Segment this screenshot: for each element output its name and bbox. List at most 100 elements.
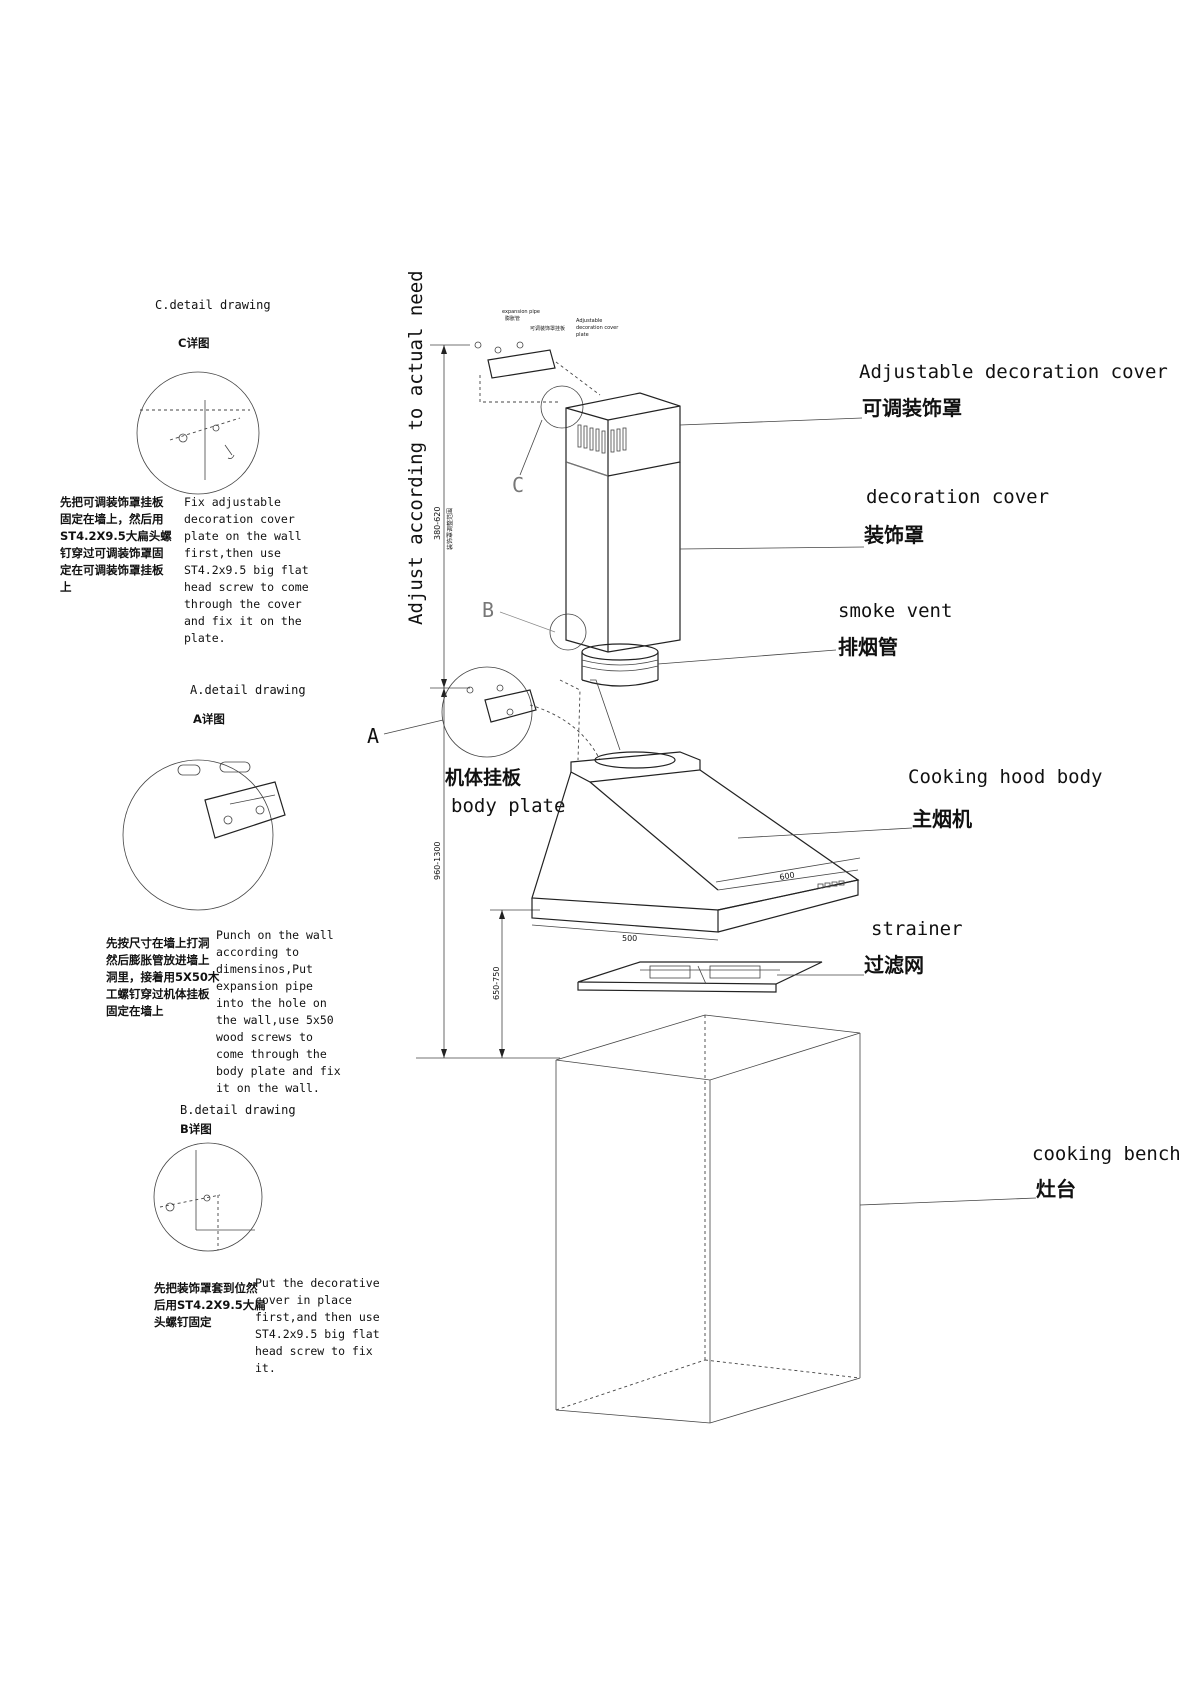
c-cn-line-6: 上 bbox=[60, 580, 72, 594]
top-adj-plate-en-1: Adjustable bbox=[576, 318, 602, 324]
c-en-line-1: Fix adjustable bbox=[184, 495, 281, 509]
b-en-line-3: first,and then use bbox=[255, 1310, 380, 1324]
c-en-line-8: and fix it on the bbox=[184, 614, 302, 628]
a-detail-group: A.detail drawing A详图 先按尺寸在墙上打洞 然后膨胀管放进墙上… bbox=[106, 683, 341, 1095]
top-adj-plate-en-2: decoration cover bbox=[576, 325, 619, 331]
dim-cover-range: 380-620 bbox=[433, 507, 442, 540]
b-en-line-6: it. bbox=[255, 1361, 276, 1375]
c-en-line-5: ST4.2x9.5 big flat bbox=[184, 563, 309, 577]
cooking-hood-label-cn: 主烟机 bbox=[912, 807, 972, 831]
a-cn-line-2: 然后膨胀管放进墙上 bbox=[106, 953, 210, 967]
callout-a-label: A bbox=[367, 724, 379, 748]
b-cn-line-3: 头螺钉固定 bbox=[154, 1315, 212, 1329]
a-en-line-8: come through the bbox=[216, 1047, 327, 1061]
c-en-line-4: first,then use bbox=[184, 546, 281, 560]
b-detail-title-cn: B详图 bbox=[180, 1122, 212, 1136]
a-en-line-10: it on the wall. bbox=[216, 1081, 320, 1095]
vent-slots bbox=[577, 424, 627, 454]
a-en-line-9: body plate and fix bbox=[216, 1064, 341, 1078]
a-detail-title: A.detail drawing bbox=[190, 683, 306, 697]
c-detail-instructions-cn: 先把可调装饰罩挂板 固定在墙上，然后用 ST4.2X9.5大扁头螺 钉穿过可调装… bbox=[60, 495, 172, 594]
hood-body: 600 500 bbox=[531, 751, 861, 943]
a-en-line-7: wood screws to bbox=[216, 1030, 313, 1044]
c-cn-line-2: 固定在墙上，然后用 bbox=[60, 512, 164, 526]
b-cn-line-1: 先把装饰罩套到位然 bbox=[154, 1281, 258, 1295]
callout-c-label: C bbox=[512, 473, 524, 497]
a-en-line-4: expansion pipe bbox=[216, 979, 313, 993]
a-en-line-3: dimensinos,Put bbox=[216, 962, 313, 976]
b-en-line-1: Put the decorative bbox=[255, 1276, 380, 1290]
c-en-line-9: plate. bbox=[184, 631, 226, 645]
callout-b-circle bbox=[549, 613, 587, 651]
decoration-cover-label-cn: 装饰罩 bbox=[863, 523, 924, 547]
c-detail-instructions-en: Fix adjustable decoration cover plate on… bbox=[184, 495, 309, 645]
body-plate-label-cn: 机体挂板 bbox=[445, 766, 522, 789]
c-cn-line-4: 钉穿过可调装饰罩固 bbox=[60, 546, 164, 560]
c-detail-title-cn: C详图 bbox=[178, 336, 209, 350]
a-en-line-1: Punch on the wall bbox=[216, 928, 334, 942]
dimension-lines: 380-620 装饰罩调整范围 960-1300 650-750 Adjust … bbox=[405, 270, 560, 1059]
a-detail-circle bbox=[122, 759, 286, 911]
adjustable-cover-label-en: Adjustable decoration cover bbox=[859, 361, 1168, 383]
c-cn-line-5: 定在可调装饰罩挂板 bbox=[60, 563, 164, 577]
dim-total-range: 960-1300 bbox=[433, 841, 442, 880]
c-en-line-6: head screw to come bbox=[184, 580, 309, 594]
a-detail-title-cn: A详图 bbox=[193, 712, 225, 726]
adjustable-cover-label-cn: 可调装饰罩 bbox=[862, 396, 962, 420]
b-detail-group: B.detail drawing B详图 先把装饰罩套到位然 后用ST4.2X9… bbox=[153, 1103, 380, 1375]
b-detail-circle bbox=[153, 1142, 263, 1252]
a-en-line-5: into the hole on bbox=[216, 996, 327, 1010]
a-en-line-6: the wall,use 5x50 bbox=[216, 1013, 334, 1027]
smoke-vent-label-en: smoke vent bbox=[838, 600, 952, 622]
b-en-line-4: ST4.2x9.5 big flat bbox=[255, 1327, 380, 1341]
body-plate-group: A 机体挂板 body plate bbox=[367, 666, 601, 817]
cooking-hood-label-en: Cooking hood body bbox=[908, 766, 1102, 788]
b-detail-instructions-en: Put the decorative cover in place first,… bbox=[255, 1276, 380, 1375]
c-en-line-3: plate on the wall bbox=[184, 529, 302, 543]
a-en-line-2: according to bbox=[216, 945, 299, 959]
dim-width-600: 600 bbox=[779, 870, 796, 882]
callout-c-circle bbox=[540, 385, 584, 429]
c-detail-circle bbox=[136, 371, 260, 495]
a-cn-line-3: 洞里，接着用5X50木 bbox=[106, 970, 220, 984]
c-cn-line-1: 先把可调装饰罩挂板 bbox=[60, 495, 164, 509]
a-detail-instructions-cn: 先按尺寸在墙上打洞 然后膨胀管放进墙上 洞里，接着用5X50木 工螺钉穿过机体挂… bbox=[106, 936, 220, 1018]
c-en-line-7: through the cover bbox=[184, 597, 302, 611]
adjust-vertical-label: Adjust according to actual need bbox=[405, 270, 427, 625]
cooking-bench-label-cn: 灶台 bbox=[1036, 1177, 1076, 1201]
top-adj-plate-cn: 可调装饰罩挂板 bbox=[530, 325, 565, 332]
strainer bbox=[577, 961, 823, 993]
top-adj-plate-en-3: plate bbox=[576, 332, 589, 338]
b-cn-line-2: 后用ST4.2X9.5大扁 bbox=[154, 1298, 266, 1312]
dim-width-500: 500 bbox=[622, 934, 637, 943]
strainer-label-en: strainer bbox=[871, 918, 963, 940]
dim-bench-gap: 650-750 bbox=[492, 967, 501, 1000]
top-expansion-pipe-label: expansion pipe bbox=[502, 309, 540, 315]
body-plate-label-en: body plate bbox=[451, 795, 565, 817]
right-labels: Adjustable decoration cover 可调装饰罩 decora… bbox=[657, 361, 1181, 1206]
a-detail-instructions-en: Punch on the wall according to dimensino… bbox=[216, 928, 341, 1095]
smoke-vent-label-cn: 排烟管 bbox=[838, 635, 898, 659]
c-cn-line-3: ST4.2X9.5大扁头螺 bbox=[60, 529, 172, 543]
a-cn-line-1: 先按尺寸在墙上打洞 bbox=[106, 936, 210, 950]
b-detail-instructions-cn: 先把装饰罩套到位然 后用ST4.2X9.5大扁 头螺钉固定 bbox=[154, 1281, 266, 1329]
c-detail-title: C.detail drawing bbox=[155, 298, 271, 312]
top-bracket-group: expansion pipe 膨胀管 可调装饰罩挂板 Adjustable de… bbox=[474, 309, 619, 497]
b-en-line-5: head screw to fix bbox=[255, 1344, 373, 1358]
top-expansion-pipe-cn: 膨胀管 bbox=[505, 315, 520, 322]
c-detail-group: C.detail drawing C详图 先把可调装饰罩挂板 固定在墙上，然后用… bbox=[60, 298, 309, 645]
strainer-label-cn: 过滤网 bbox=[864, 953, 924, 977]
b-en-line-2: cover in place bbox=[255, 1293, 352, 1307]
cooking-bench bbox=[555, 1014, 861, 1424]
a-cn-line-4: 工螺钉穿过机体挂板 bbox=[106, 987, 210, 1001]
b-detail-title: B.detail drawing bbox=[180, 1103, 296, 1117]
decoration-cover-label-en: decoration cover bbox=[866, 486, 1049, 508]
cooking-bench-label-en: cooking bench bbox=[1032, 1143, 1181, 1165]
a-cn-line-5: 固定在墙上 bbox=[106, 1004, 164, 1018]
dim-cover-range-cn: 装饰罩调整范围 bbox=[446, 508, 454, 550]
callout-a-circle bbox=[441, 666, 533, 758]
hood-control-buttons bbox=[817, 880, 845, 889]
callout-b-label: B bbox=[482, 598, 494, 622]
